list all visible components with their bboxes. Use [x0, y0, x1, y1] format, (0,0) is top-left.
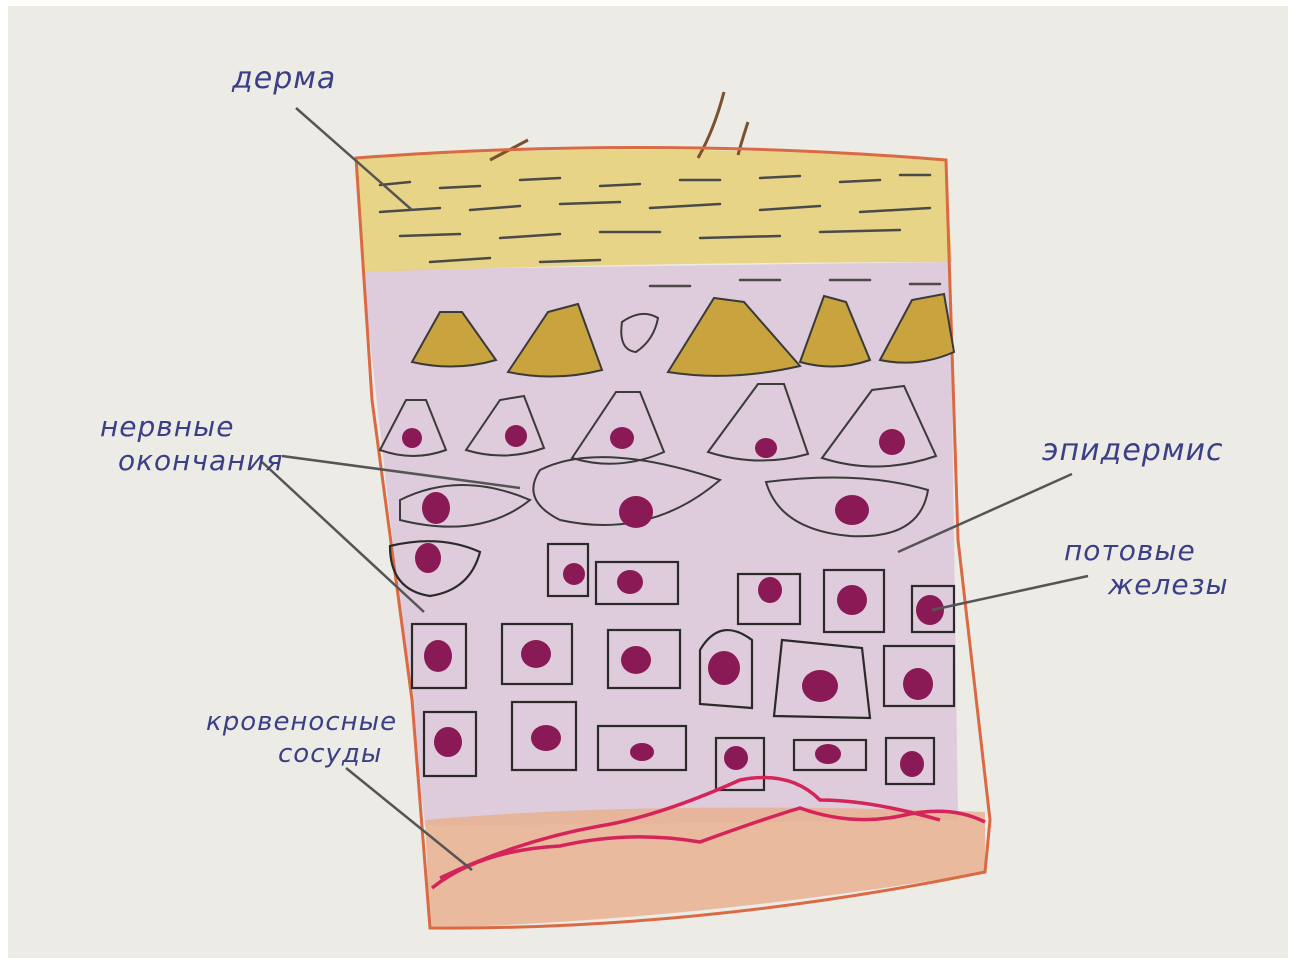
bottom-layer: [425, 808, 985, 929]
label-derma: дерма: [231, 61, 336, 96]
label-vessels-line-1: кровеносные: [206, 707, 397, 737]
label-nerve-line-1: нервные: [100, 410, 234, 443]
label-epidermis: эпидермис: [1042, 433, 1223, 468]
label-nerve-line-2: окончания: [118, 444, 284, 477]
label-sweat-line-1: потовые: [1064, 534, 1196, 567]
label-vessels-line-2: сосуды: [278, 739, 382, 769]
label-sweat-line-2: железы: [1107, 568, 1229, 601]
